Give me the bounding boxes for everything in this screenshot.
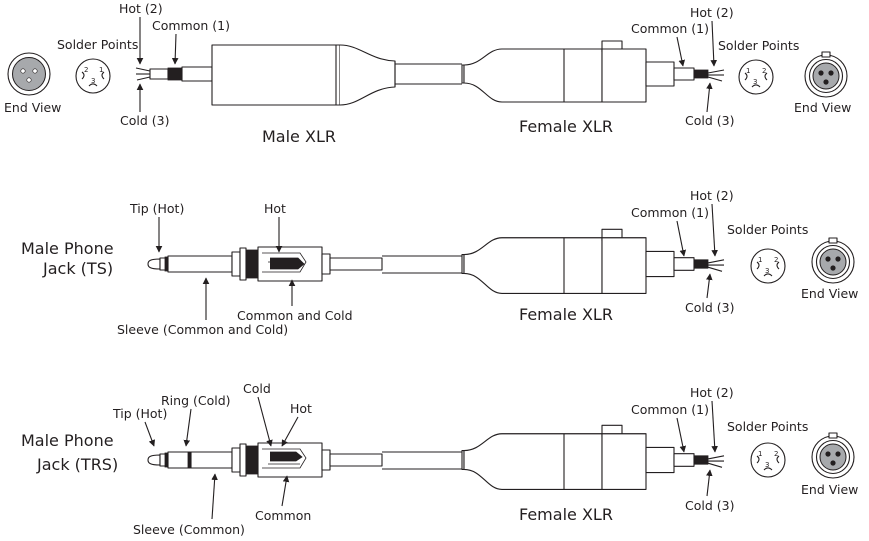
pin-label: 1 <box>758 450 762 458</box>
row-trs-to-xlr: Male Phone Jack (TRS) Tip (Hot) Ring (Co… <box>21 381 858 537</box>
label-hot-2-right: Hot (2) <box>690 5 734 20</box>
label-solder-points-left: Solder Points <box>57 37 138 52</box>
female-xlr-end-view-icon <box>811 237 855 284</box>
pin-label: 3 <box>765 267 769 275</box>
label-end-view-left: End View <box>4 100 61 115</box>
male-xlr-connector <box>211 44 396 106</box>
label-cold-3-right: Cold (3) <box>685 498 734 513</box>
label-hot-2-right: Hot (2) <box>690 385 734 400</box>
label-male-phone-ts-1: Male Phone <box>21 239 114 258</box>
female-xlr-connector <box>461 424 725 490</box>
label-hot-2-right: Hot (2) <box>690 188 734 203</box>
label-male-phone-trs-2: Jack (TRS) <box>36 455 118 474</box>
ts-phone-jack <box>147 246 383 282</box>
pin-label: 3 <box>91 77 95 85</box>
label-common-1-right: Common (1) <box>631 205 709 220</box>
label-cold-trs: Cold <box>243 381 271 396</box>
label-sleeve-trs: Sleeve (Common) <box>133 522 245 537</box>
label-cold-3-right: Cold (3) <box>685 300 734 315</box>
row-ts-to-xlr: Male Phone Jack (TS) Tip (Hot) Hot Commo… <box>21 188 858 337</box>
label-hot-trs: Hot <box>290 401 312 416</box>
female-xlr-connector <box>461 228 725 294</box>
label-cold-3-left: Cold (3) <box>120 113 169 128</box>
female-xlr-end-view-icon <box>804 51 848 98</box>
label-female-xlr: Female XLR <box>519 505 613 524</box>
pin-label: 2 <box>774 450 778 458</box>
label-common-1-left: Common (1) <box>152 18 230 33</box>
label-common-1-right: Common (1) <box>631 402 709 417</box>
solder-cups-icon-right <box>750 442 786 478</box>
label-common-1-right: Common (1) <box>631 21 709 36</box>
trs-phone-jack <box>147 442 383 478</box>
female-xlr-connector <box>461 40 725 103</box>
label-ring-cold-trs: Ring (Cold) <box>161 393 231 408</box>
pin-label: 3 <box>765 461 769 469</box>
pin-label: 1 <box>758 256 762 264</box>
label-solder-points-right: Solder Points <box>718 38 799 53</box>
label-solder-points-right: Solder Points <box>727 419 808 434</box>
pin-label: 3 <box>753 78 757 86</box>
label-male-phone-ts-2: Jack (TS) <box>42 259 113 278</box>
label-tip-hot-ts: Tip (Hot) <box>129 201 184 216</box>
pin-label: 2 <box>84 66 88 74</box>
row-xlr-to-xlr: End View 2 1 3 Solder Points Hot (2) Com… <box>4 1 851 146</box>
solder-cups-icon-right <box>750 248 786 284</box>
label-sleeve-ts: Sleeve (Common and Cold) <box>117 322 288 337</box>
pin-label: 1 <box>746 67 750 75</box>
female-xlr-end-view-icon <box>811 432 855 479</box>
label-male-phone-trs-1: Male Phone <box>21 431 114 450</box>
male-xlr-end-view-icon <box>7 52 51 96</box>
label-hot-2-left: Hot (2) <box>119 1 163 16</box>
label-end-view-right: End View <box>801 286 858 301</box>
pin-label: 2 <box>762 67 766 75</box>
label-solder-points-right: Solder Points <box>727 222 808 237</box>
label-female-xlr: Female XLR <box>519 305 613 324</box>
label-female-xlr: Female XLR <box>519 117 613 136</box>
pin-label: 1 <box>99 66 103 74</box>
solder-cups-icon-left <box>75 58 111 94</box>
label-cold-3-right: Cold (3) <box>685 113 734 128</box>
solder-cups-icon-right <box>738 59 774 95</box>
label-common-and-cold-ts: Common and Cold <box>237 308 353 323</box>
label-tip-hot-trs: Tip (Hot) <box>112 406 167 421</box>
label-common-trs: Common <box>255 508 311 523</box>
label-male-xlr: Male XLR <box>262 127 336 146</box>
label-hot-ts: Hot <box>264 201 286 216</box>
label-end-view-right: End View <box>801 482 858 497</box>
label-end-view-right: End View <box>794 100 851 115</box>
pin-label: 2 <box>774 256 778 264</box>
